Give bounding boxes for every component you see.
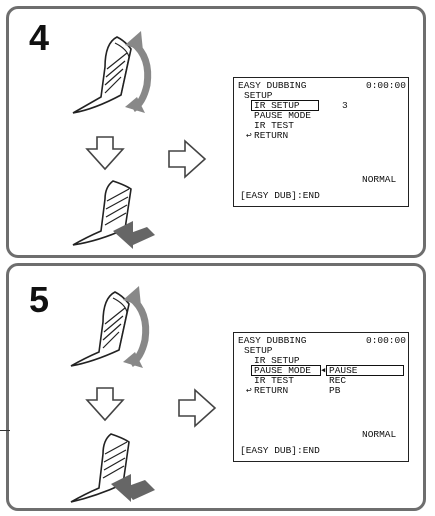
option-highlight xyxy=(326,365,404,376)
menu-item-return[interactable]: RETURN xyxy=(254,385,289,396)
down-arrow-icon xyxy=(85,387,125,422)
return-arrow-icon: ↩ xyxy=(246,385,252,396)
step-number: 4 xyxy=(29,17,50,58)
mode-indicator: NORMAL xyxy=(362,174,397,185)
step-4-panel: 4 EASY DUBBING 0:00:00 SETUP xyxy=(6,6,426,258)
camera-menu-screen: EASY DUBBING 0:00:00 SETUP IR SETUP PAUS… xyxy=(233,332,409,462)
dial-press-icon xyxy=(70,433,155,503)
menu-footer: [EASY DUB]:END xyxy=(240,445,320,456)
menu-item-return[interactable]: RETURN xyxy=(254,130,289,141)
time-counter: 0:00:00 xyxy=(366,80,406,91)
time-counter: 0:00:00 xyxy=(366,335,406,346)
menu-item-pause-mode[interactable]: PAUSE MODE xyxy=(254,110,312,121)
step-4-illustration xyxy=(72,31,207,249)
dial-turn-icon xyxy=(70,286,150,368)
menu-item-ir-test[interactable]: IR TEST xyxy=(254,375,294,386)
step-5-illustration xyxy=(70,286,217,503)
left-triangle-icon: ◀ xyxy=(321,367,326,375)
menu-section: SETUP xyxy=(244,345,273,356)
return-arrow-icon: ↩ xyxy=(246,130,252,141)
step-number: 5 xyxy=(29,279,50,320)
selection-highlight xyxy=(251,365,321,376)
dial-turn-icon xyxy=(72,31,152,114)
margin-rule xyxy=(0,430,10,431)
step-5-panel: 5 EASY DUBBING 0:00:00 SETUP IR SETUP PA xyxy=(6,263,426,511)
menu-item-pause-mode[interactable]: PAUSE MODE xyxy=(254,365,312,376)
mode-indicator: NORMAL xyxy=(362,429,397,440)
selection-highlight xyxy=(251,100,319,111)
option-pause[interactable]: PAUSE xyxy=(329,365,358,376)
dial-press-icon xyxy=(72,180,155,249)
down-arrow-icon xyxy=(85,136,125,171)
menu-item-ir-test[interactable]: IR TEST xyxy=(254,120,294,131)
camera-menu-screen: EASY DUBBING 0:00:00 SETUP IR SETUP 3 PA… xyxy=(233,77,409,207)
menu-item-ir-setup[interactable]: IR SETUP xyxy=(254,100,300,111)
menu-title: EASY DUBBING xyxy=(238,335,307,346)
option-pb[interactable]: PB xyxy=(329,385,341,396)
option-rec[interactable]: REC xyxy=(329,375,347,386)
menu-footer: [EASY DUB]:END xyxy=(240,190,320,201)
menu-item-ir-setup[interactable]: IR SETUP xyxy=(254,355,300,366)
right-arrow-icon xyxy=(168,139,207,179)
menu-section: SETUP xyxy=(244,90,273,101)
menu-title: EASY DUBBING xyxy=(238,80,307,91)
right-arrow-icon xyxy=(178,388,217,428)
ir-setup-value: 3 xyxy=(342,100,348,111)
